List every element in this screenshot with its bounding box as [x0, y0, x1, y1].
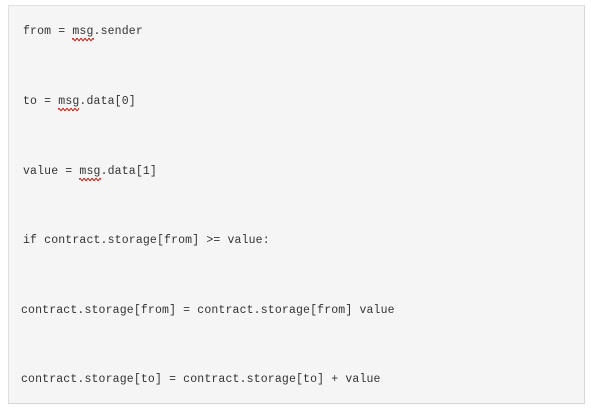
code-line-2-before: to = — [23, 95, 59, 108]
code-line-4[interactable]: if contract.storage[from] >= value: — [23, 234, 270, 247]
code-line-3-after: .data[1] — [100, 165, 157, 178]
code-line-3-before: value = — [23, 165, 80, 178]
code-line-2[interactable]: to = msg.data[0] — [23, 95, 136, 111]
code-line-2-after: .data[0] — [79, 95, 136, 108]
code-line-6[interactable]: contract.storage[to] = contract.storage[… — [21, 373, 381, 386]
code-line-1-after: .sender — [93, 25, 143, 38]
spellcheck-token-msg-2[interactable]: msg — [58, 95, 80, 111]
code-line-3[interactable]: value = msg.data[1] — [23, 165, 157, 181]
code-line-1[interactable]: from = msg.sender — [23, 25, 143, 41]
code-block-panel[interactable]: from = msg.sender to = msg.data[0] value… — [8, 5, 585, 404]
code-line-5[interactable]: contract.storage[from] = contract.storag… — [21, 304, 395, 317]
spellcheck-token-msg-3[interactable]: msg — [79, 165, 101, 181]
spellcheck-token-msg-1[interactable]: msg — [72, 25, 94, 41]
code-line-1-before: from = — [23, 25, 73, 38]
